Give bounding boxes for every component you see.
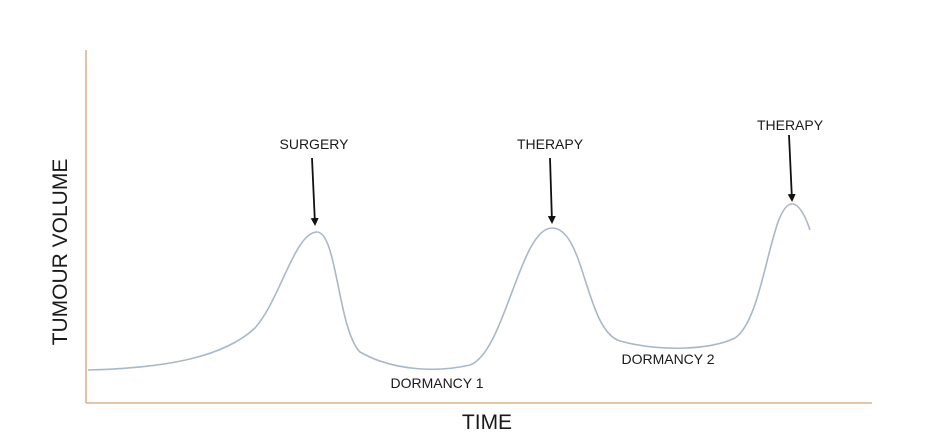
therapy-label-2: THERAPY <box>757 117 824 133</box>
y-axis-title: TUMOUR VOLUME <box>49 159 72 346</box>
therapy-2-arrow <box>787 134 796 202</box>
x-axis-title: TIME <box>462 411 512 434</box>
dormancy-2-label: DORMANCY 2 <box>621 351 714 367</box>
dormancy-1-label: DORMANCY 1 <box>390 375 483 391</box>
tumour-volume-curve <box>87 203 811 371</box>
surgery-arrow <box>310 157 319 226</box>
surgery-label: SURGERY <box>280 136 350 152</box>
therapy-1-arrow <box>547 157 556 224</box>
therapy-label-1: THERAPY <box>517 136 584 152</box>
